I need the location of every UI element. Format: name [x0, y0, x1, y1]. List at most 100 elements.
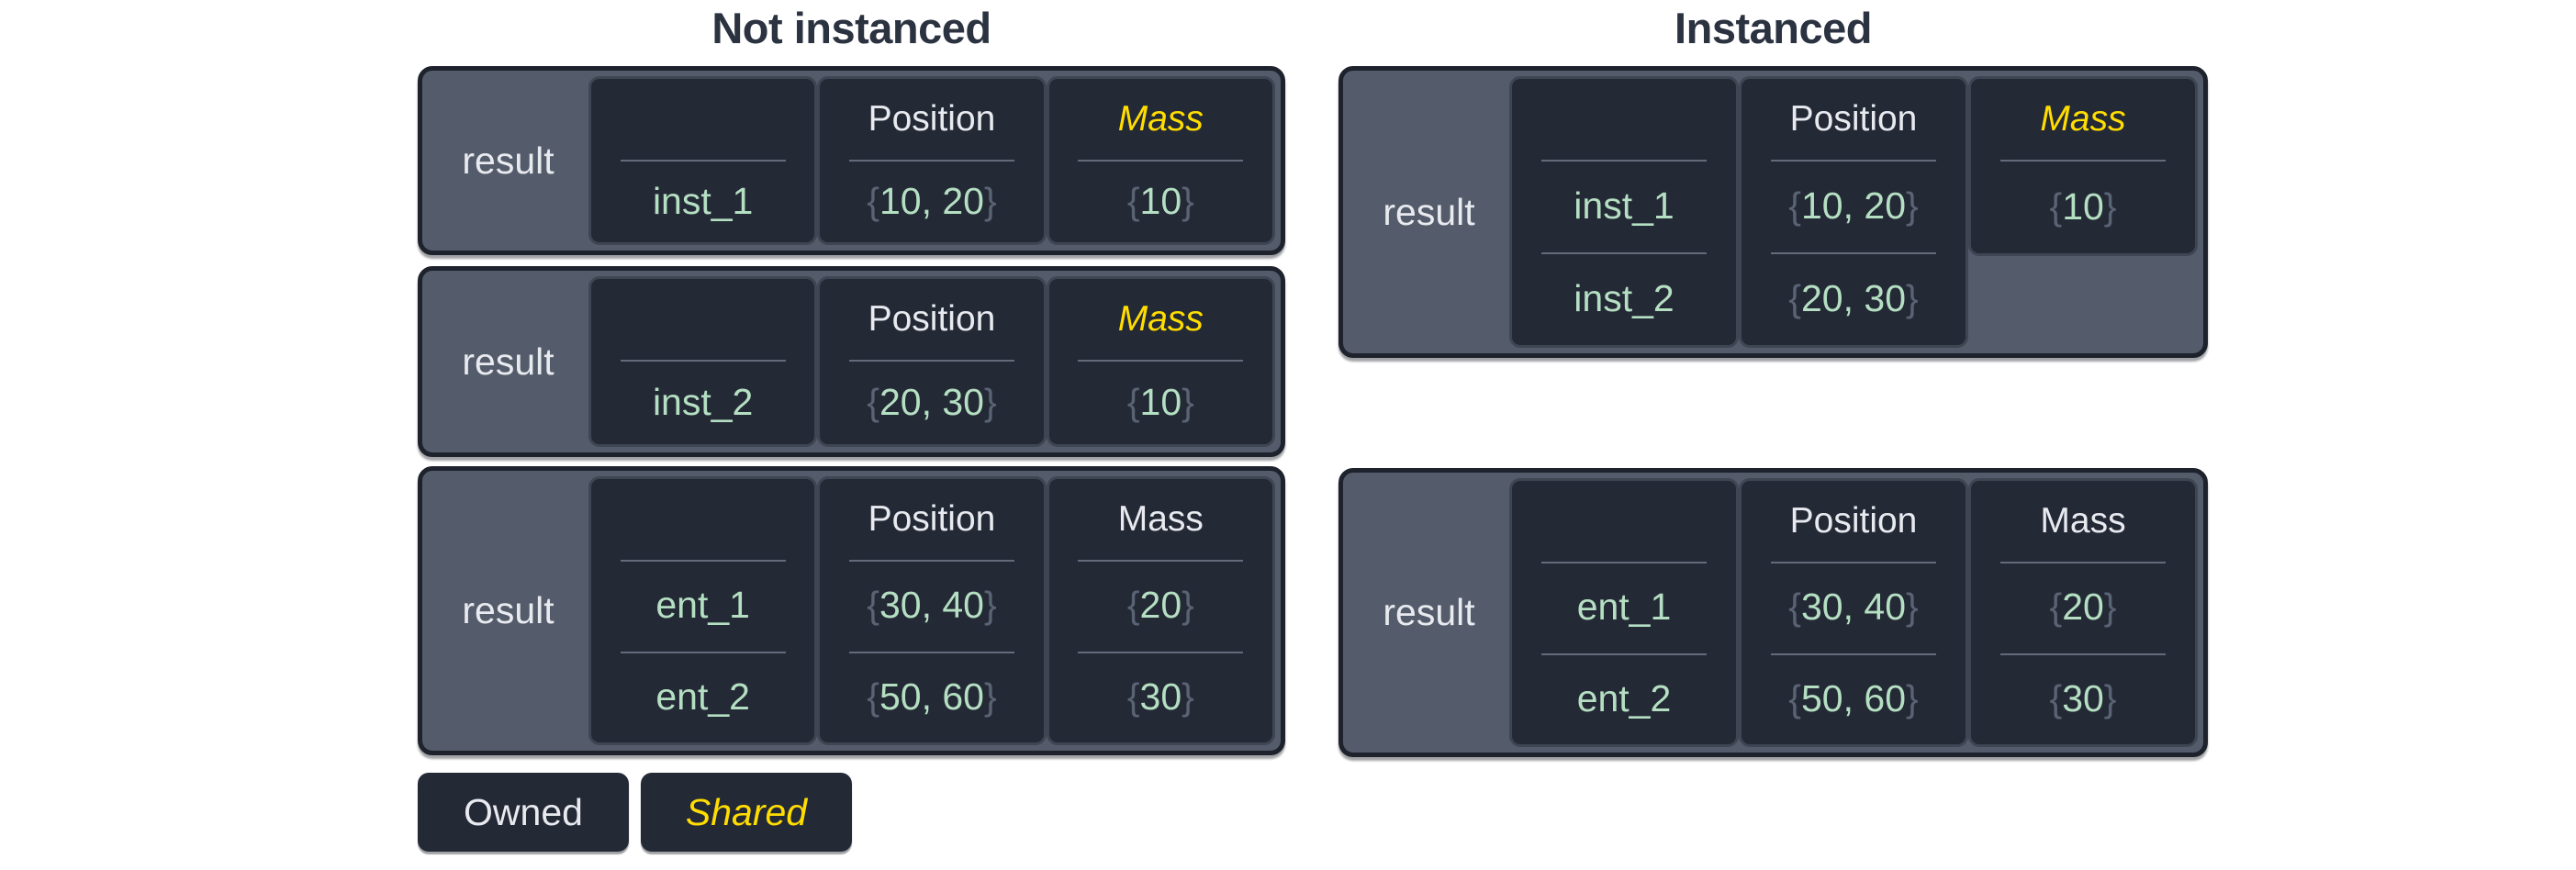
position-column: Position {20, 30}: [817, 276, 1047, 447]
legend: Owned Shared: [418, 773, 1285, 852]
open-brace: {: [1788, 586, 1801, 629]
columns: inst_1 inst_2 Position {10, 20} {20, 30}…: [1509, 76, 2198, 348]
mass-header-shared: Mass: [2040, 99, 2126, 139]
mass-value-cell: {20}: [1971, 562, 2195, 653]
position-value-cell: {20, 30}: [820, 360, 1043, 444]
entity-name-cell: ent_1: [1512, 562, 1736, 653]
mass-column: Mass {10}: [1046, 76, 1275, 245]
entity-column-header: [591, 279, 814, 360]
open-brace: {: [867, 179, 879, 222]
entity-name-cell: inst_2: [1512, 252, 1736, 345]
entity-name: ent_2: [655, 675, 750, 718]
open-brace: {: [1788, 676, 1801, 719]
mass-column: Mass {10}: [1046, 276, 1275, 447]
entity-column: ent_1 ent_2: [588, 476, 818, 745]
entity-name-cell: ent_2: [1512, 652, 1736, 745]
entity-name-cell: ent_1: [591, 560, 814, 652]
result-box-inst2: result inst_2 Position {20, 30} Mass {10…: [418, 266, 1285, 457]
entity-name: inst_1: [652, 179, 754, 222]
open-brace: {: [1788, 184, 1801, 227]
close-brace: }: [1906, 586, 1919, 629]
close-brace: }: [983, 179, 997, 222]
position-value: 10, 20: [1801, 184, 1906, 227]
result-box-entities: result ent_1 ent_2 Position {30, 40} {50…: [418, 466, 1285, 755]
open-brace: {: [867, 380, 879, 423]
open-brace: {: [1126, 179, 1140, 222]
instanced-column: result inst_1 inst_2 Position {10, 20} {…: [1338, 66, 2208, 757]
legend-owned: Owned: [418, 773, 629, 852]
close-brace: }: [1182, 675, 1194, 718]
close-brace: }: [1906, 676, 1919, 719]
mass-value: 30: [2062, 676, 2104, 719]
result-label: result: [462, 589, 554, 631]
mass-column: Mass {20} {30}: [1968, 478, 2198, 747]
entity-name-cell: inst_1: [591, 160, 814, 242]
result-box-instances-merged: result inst_1 inst_2 Position {10, 20} {…: [1338, 66, 2208, 358]
close-brace: }: [983, 380, 997, 423]
close-brace: }: [983, 584, 997, 627]
close-brace: }: [983, 675, 997, 718]
entity-name-cell: inst_1: [1512, 160, 1736, 252]
result-label: result: [462, 139, 554, 182]
position-value: 10, 20: [879, 179, 984, 222]
open-brace: {: [1788, 277, 1801, 319]
position-value: 30, 40: [879, 584, 984, 627]
entity-name: inst_1: [1574, 184, 1674, 227]
entity-column-header: [591, 479, 814, 560]
result-label: result: [462, 340, 554, 383]
entity-name: ent_2: [1576, 676, 1672, 719]
open-brace: {: [867, 584, 879, 627]
mass-value-cell: {10}: [1049, 360, 1272, 444]
entity-name-cell: inst_2: [591, 360, 814, 444]
legend-shared-label: Shared: [685, 790, 808, 833]
entity-name: inst_2: [652, 380, 754, 423]
position-header: Position: [1789, 501, 1918, 541]
open-brace: {: [1126, 584, 1140, 627]
entity-column-header: [1512, 79, 1736, 160]
position-value-cell: {20, 30}: [1742, 252, 1966, 345]
mass-value: 20: [1139, 584, 1182, 627]
mass-column: Mass {20} {30}: [1046, 476, 1275, 745]
instanced-title: Instanced: [1674, 4, 1872, 52]
position-value-cell: {30, 40}: [1742, 562, 1966, 653]
mass-value: 20: [2062, 586, 2104, 629]
position-value: 30, 40: [1801, 586, 1906, 629]
position-value-cell: {30, 40}: [820, 560, 1043, 652]
mass-value-cell: {30}: [1049, 651, 1272, 743]
close-brace: }: [1906, 184, 1919, 227]
position-column: Position {10, 20}: [817, 76, 1047, 245]
close-brace: }: [2103, 184, 2117, 228]
mass-header: Mass: [1117, 499, 1204, 539]
position-header: Position: [868, 299, 996, 339]
mass-header: Mass: [2040, 501, 2126, 541]
open-brace: {: [2049, 184, 2063, 228]
entity-column-header: [591, 79, 814, 160]
columns: ent_1 ent_2 Position {30, 40} {50, 60} M…: [1509, 478, 2198, 747]
position-value: 50, 60: [879, 675, 984, 718]
result-label: result: [1383, 591, 1475, 633]
close-brace: }: [2103, 676, 2117, 719]
entity-name: inst_2: [1574, 277, 1674, 319]
position-value-cell: {50, 60}: [820, 651, 1043, 743]
result-box-inst1: result inst_1 Position {10, 20} Mass {10…: [418, 66, 1285, 255]
open-brace: {: [2049, 586, 2063, 629]
mass-header-shared: Mass: [1117, 99, 1204, 139]
position-column: Position {30, 40} {50, 60}: [817, 476, 1047, 745]
legend-owned-label: Owned: [464, 790, 583, 833]
mass-column-shared-single: Mass {10}: [1968, 76, 2198, 256]
entity-column: inst_2: [588, 276, 818, 447]
position-value-cell: {10, 20}: [1742, 160, 1966, 252]
entity-name: ent_1: [655, 584, 750, 627]
close-brace: }: [1182, 584, 1194, 627]
legend-shared: Shared: [641, 773, 852, 852]
position-header: Position: [868, 99, 996, 139]
close-brace: }: [1182, 380, 1194, 423]
position-value: 20, 30: [879, 380, 984, 423]
entity-column: ent_1 ent_2: [1509, 478, 1739, 747]
columns: ent_1 ent_2 Position {30, 40} {50, 60} M…: [588, 476, 1275, 745]
result-label: result: [1383, 190, 1475, 233]
mass-value: 10: [1139, 179, 1182, 222]
close-brace: }: [1182, 179, 1194, 222]
position-value-cell: {10, 20}: [820, 160, 1043, 242]
entity-column: inst_1 inst_2: [1509, 76, 1739, 348]
